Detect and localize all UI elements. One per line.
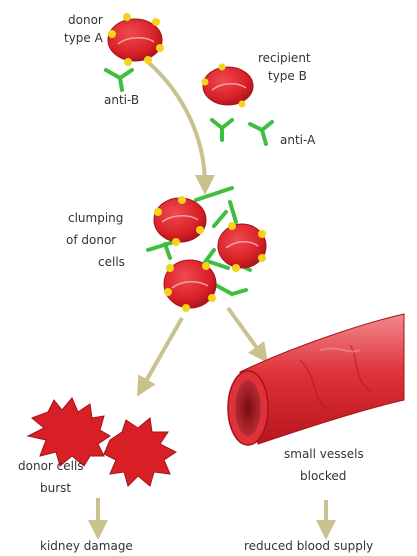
antigen-b [219, 64, 226, 71]
antigen-b [239, 101, 246, 108]
label-burst-line2: burst [40, 481, 71, 495]
clumped-donor-cells [148, 188, 266, 312]
label-vessel-line1: small vessels [284, 447, 364, 461]
label-vessel-line2: blocked [300, 469, 346, 483]
small-blood-vessel [228, 314, 404, 445]
burst-fragment-left [28, 398, 110, 466]
label-reduced-blood-supply: reduced blood supply [244, 539, 373, 553]
antigen-b [202, 79, 209, 86]
antigen-a [152, 18, 160, 26]
anti-a-antibodies [212, 120, 272, 144]
antigen-a [108, 30, 116, 38]
antigen-a [144, 56, 152, 64]
burst-fragment-right [104, 418, 176, 486]
clump-cell-top [154, 196, 206, 246]
label-donor-line2: type A [64, 31, 104, 45]
label-clumping-line3: cells [98, 255, 125, 269]
antigen-a [124, 58, 132, 66]
label-clumping-line2: of donor [66, 233, 116, 247]
antigen-a [123, 13, 131, 21]
clump-cell-right [218, 222, 266, 272]
label-donor-line1: donor [68, 13, 103, 27]
label-kidney-damage: kidney damage [40, 539, 133, 553]
label-anti-a: anti-A [280, 133, 316, 147]
donor-cell-type-a [108, 13, 164, 66]
antigen-a [156, 44, 164, 52]
anti-b-antibody [106, 70, 132, 90]
label-burst-line1: donor cells [18, 459, 84, 473]
label-recipient-line1: recipient [258, 51, 311, 65]
arrow-clump-to-vessel [228, 308, 262, 355]
label-anti-b: anti-B [104, 93, 139, 107]
arrow-clump-to-burst [142, 318, 182, 388]
arrow-donor-to-clump [148, 62, 205, 185]
label-clumping-line1: clumping [68, 211, 123, 225]
clump-cell-bottom [164, 260, 216, 312]
recipient-cell-type-b [202, 64, 254, 108]
label-recipient-line2: type B [268, 69, 307, 83]
